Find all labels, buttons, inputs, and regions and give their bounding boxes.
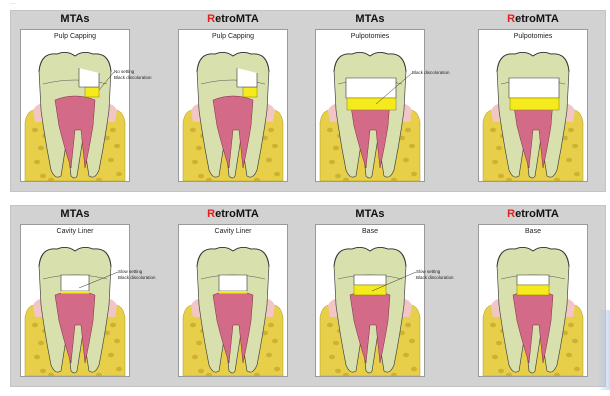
heading-text: MTAs bbox=[355, 13, 384, 25]
column-heading: MTAs bbox=[20, 13, 130, 25]
heading-red-initial: R bbox=[507, 208, 515, 220]
mta-material bbox=[347, 98, 396, 110]
procedure-panel: Cavity Liner bbox=[178, 224, 288, 377]
column-heading: RetroMTA bbox=[478, 13, 588, 25]
tooth-illustration bbox=[179, 30, 287, 181]
tooth-illustration bbox=[179, 225, 287, 376]
procedure-title: Base bbox=[316, 228, 424, 235]
tooth-illustration bbox=[479, 30, 587, 181]
procedure-title: Pulp Capping bbox=[21, 33, 129, 40]
tooth-illustration bbox=[21, 225, 129, 376]
procedure-panel: Pulp Capping bbox=[178, 29, 288, 182]
mta-material bbox=[243, 87, 257, 97]
cavity-prep bbox=[61, 275, 89, 291]
procedure-panel: BaseSlow settingBlack discoloration bbox=[315, 224, 425, 377]
heading-text: etroMTA bbox=[215, 13, 259, 25]
heading-text: MTAs bbox=[60, 13, 89, 25]
callout-note: Slow settingBlack discoloration bbox=[118, 269, 156, 280]
callout-line: Black discoloration bbox=[118, 275, 156, 281]
callout-note: Black discoloration bbox=[412, 70, 450, 76]
procedure-panel: Cavity LinerSlow settingBlack discolorat… bbox=[20, 224, 130, 377]
mta-material bbox=[61, 291, 89, 294]
procedure-title: Cavity Liner bbox=[21, 228, 129, 235]
tooth-illustration bbox=[479, 225, 587, 376]
procedure-title: Base bbox=[479, 228, 587, 235]
mta-material bbox=[85, 87, 99, 97]
side-accent bbox=[598, 310, 610, 390]
callout-line: Black discoloration bbox=[416, 275, 454, 281]
cavity-prep bbox=[219, 275, 247, 291]
heading-text: etroMTA bbox=[215, 208, 259, 220]
callout-note: No settingBlack discoloration bbox=[114, 69, 152, 80]
column-heading: RetroMTA bbox=[178, 13, 288, 25]
mta-material bbox=[354, 285, 386, 295]
column-heading: MTAs bbox=[315, 13, 425, 25]
heading-text: MTAs bbox=[60, 208, 89, 220]
procedure-title: Pulpotomies bbox=[479, 33, 587, 40]
heading-red-initial: R bbox=[507, 13, 515, 25]
column-heading: RetroMTA bbox=[478, 208, 588, 220]
procedure-panel: Pulpotomies bbox=[478, 29, 588, 182]
procedure-panel: PulpotomiesBlack discoloration bbox=[315, 29, 425, 182]
column-heading: RetroMTA bbox=[178, 208, 288, 220]
heading-text: MTAs bbox=[355, 208, 384, 220]
source-link[interactable]: … bbox=[10, 0, 16, 6]
heading-text: etroMTA bbox=[515, 208, 559, 220]
callout-line: Black discoloration bbox=[412, 70, 450, 76]
procedure-title: Pulp Capping bbox=[179, 33, 287, 40]
cavity-prep bbox=[354, 275, 386, 285]
tooth-illustration bbox=[21, 30, 129, 181]
procedure-panel: Pulp CappingNo settingBlack discoloratio… bbox=[20, 29, 130, 182]
mta-material bbox=[219, 291, 247, 294]
heading-red-initial: R bbox=[207, 208, 215, 220]
heading-text: etroMTA bbox=[515, 13, 559, 25]
mta-material bbox=[510, 98, 559, 110]
column-heading: MTAs bbox=[20, 208, 130, 220]
procedure-title: Pulpotomies bbox=[316, 33, 424, 40]
cavity-prep bbox=[517, 275, 549, 285]
cavity-prep bbox=[346, 78, 396, 98]
cavity-prep bbox=[509, 78, 559, 98]
procedure-panel: Base bbox=[478, 224, 588, 377]
callout-note: Slow settingBlack discoloration bbox=[416, 269, 454, 280]
heading-red-initial: R bbox=[207, 13, 215, 25]
procedure-title: Cavity Liner bbox=[179, 228, 287, 235]
column-heading: MTAs bbox=[315, 208, 425, 220]
tooth-illustration bbox=[316, 30, 424, 181]
tooth-illustration bbox=[316, 225, 424, 376]
mta-material bbox=[517, 285, 549, 295]
callout-line: Black discoloration bbox=[114, 75, 152, 81]
